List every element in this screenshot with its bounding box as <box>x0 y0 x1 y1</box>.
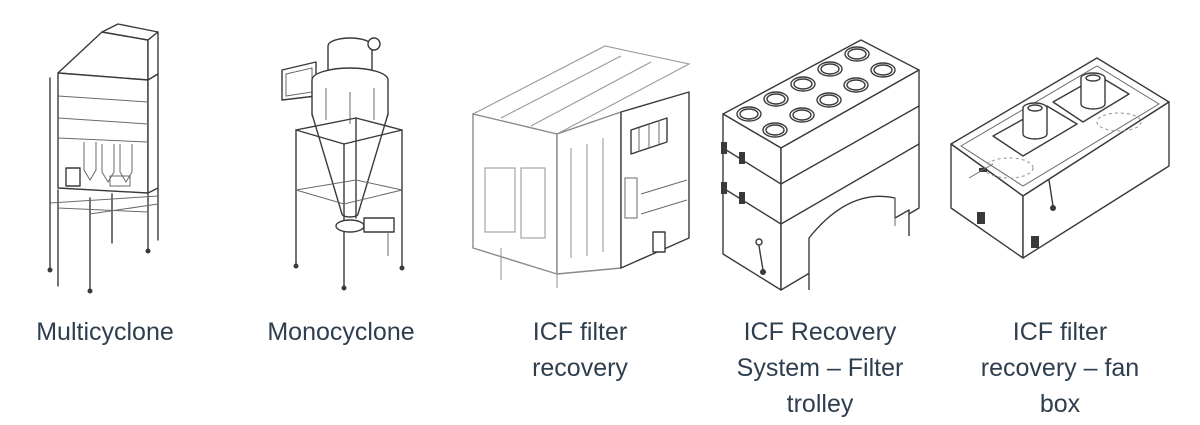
caption-line: recovery – fan <box>980 354 1140 382</box>
product-monocyclone[interactable]: Monocyclone <box>231 0 451 425</box>
caption-line: Monocyclone <box>267 318 415 346</box>
caption-icf-recovery-filter-trolley: ICF Recovery System – Filter trolley <box>705 314 935 422</box>
caption-line: recovery <box>532 354 628 382</box>
icf-filter-recovery-icon <box>471 18 691 298</box>
caption-multicyclone: Multicyclone <box>0 314 210 350</box>
product-multicyclone[interactable]: Multicyclone <box>0 0 210 425</box>
filter-ring <box>873 64 893 76</box>
filter-ring <box>819 94 839 106</box>
caption-line: ICF filter <box>1012 318 1108 346</box>
caption-icf-filter-recovery: ICF filter recovery <box>465 314 695 386</box>
caption-line: trolley <box>786 390 854 418</box>
filter-ring <box>792 109 812 121</box>
filter-ring <box>793 78 813 90</box>
filter-ring <box>739 108 759 120</box>
filter-ring <box>766 93 786 105</box>
caption-line: ICF Recovery <box>743 318 897 346</box>
product-icf-recovery-filter-trolley[interactable]: ICF Recovery System – Filter trolley <box>705 0 935 425</box>
caption-line: Multicyclone <box>36 318 174 346</box>
filter-ring <box>846 79 866 91</box>
filter-ring <box>820 63 840 75</box>
icf-recovery-filter-trolley-icon <box>719 18 924 303</box>
multicyclone-icon <box>40 18 170 298</box>
icf-fan-box-icon <box>949 18 1171 288</box>
monocyclone-icon <box>276 18 406 298</box>
caption-line: ICF filter <box>532 318 628 346</box>
filter-ring <box>847 48 867 60</box>
filter-ring <box>765 124 785 136</box>
caption-icf-fan-box: ICF filter recovery – fan box <box>945 314 1175 422</box>
caption-monocyclone: Monocyclone <box>231 314 451 350</box>
product-icf-filter-recovery[interactable]: ICF filter recovery <box>465 0 695 425</box>
caption-line: box <box>1039 390 1081 418</box>
caption-line: System – Filter <box>736 354 904 382</box>
product-icf-fan-box[interactable]: ICF filter recovery – fan box <box>945 0 1175 425</box>
